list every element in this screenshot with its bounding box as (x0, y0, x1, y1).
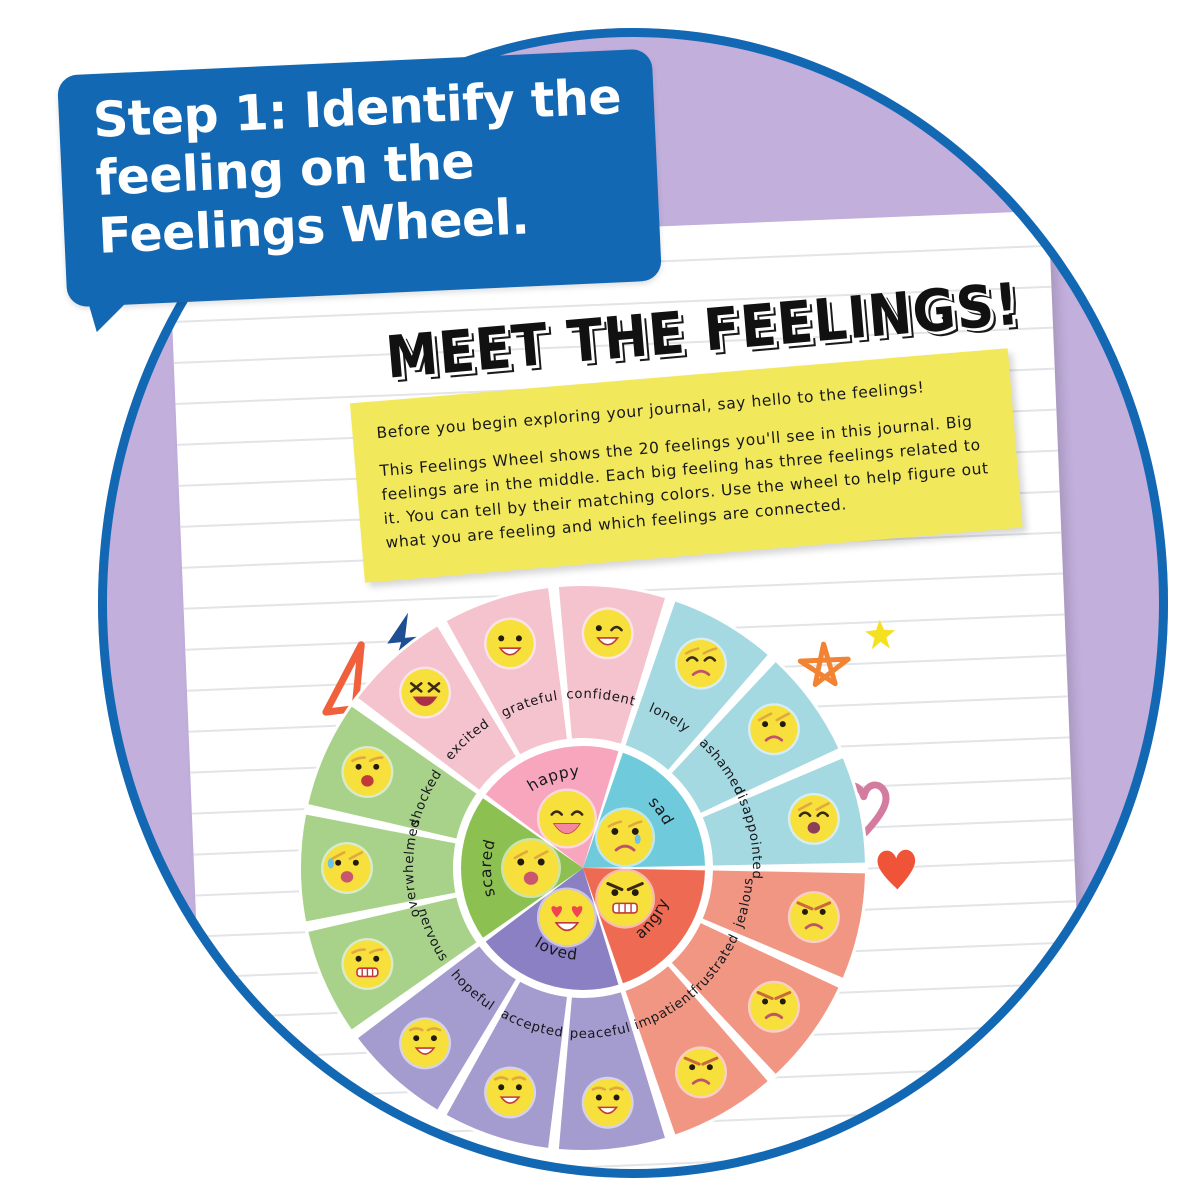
emoji-loved-face (536, 887, 597, 948)
emoji-worried-face (747, 703, 800, 756)
lightning-bolt-filled-icon (387, 612, 421, 674)
emoji-grimacing-face (341, 937, 394, 990)
emoji-winking-face (581, 607, 634, 660)
emoji-sleepy-sad-face (675, 637, 727, 690)
emoji-pleased-face (484, 1066, 537, 1119)
banner-title: Step 1: Identify the feeling on the Feel… (91, 68, 623, 265)
emoji-hopeful-smiling-face (399, 1017, 452, 1070)
circular-scene: MEET THE FEELINGS! Before you begin expl… (98, 28, 1168, 1178)
wheel-label: overwhelmed (402, 817, 424, 919)
heart-filled-red-icon (877, 849, 916, 890)
emoji-laughing-face (399, 666, 452, 719)
star-outline-orange-icon (797, 641, 851, 688)
emoji-smiling-star-eyes-face (484, 617, 537, 670)
star-small-yellow-icon (865, 619, 896, 650)
emoji-content-face (581, 1076, 634, 1129)
emoji-annoyed-face (747, 980, 800, 1033)
step-banner: Step 1: Identify the feeling on the Feel… (57, 48, 662, 308)
emoji-frowning-angry-face (787, 891, 840, 944)
emoji-happy-face (536, 788, 597, 849)
emoji-scared-face (501, 838, 561, 898)
emoji-tired-face (787, 792, 840, 845)
emoji-surprised-face (341, 746, 394, 799)
emoji-sad-face (595, 807, 656, 868)
emoji-impatient-face (675, 1046, 727, 1099)
wheel-label: scared (477, 837, 499, 899)
wheel-outer-segment-overwhelmed (301, 814, 456, 922)
wheel-outer-segment-accepted (446, 981, 567, 1148)
emoji-sweating-anxious-face (321, 842, 373, 894)
wheel-outer-segment-grateful (446, 588, 567, 755)
emoji-angry-face (595, 868, 656, 929)
